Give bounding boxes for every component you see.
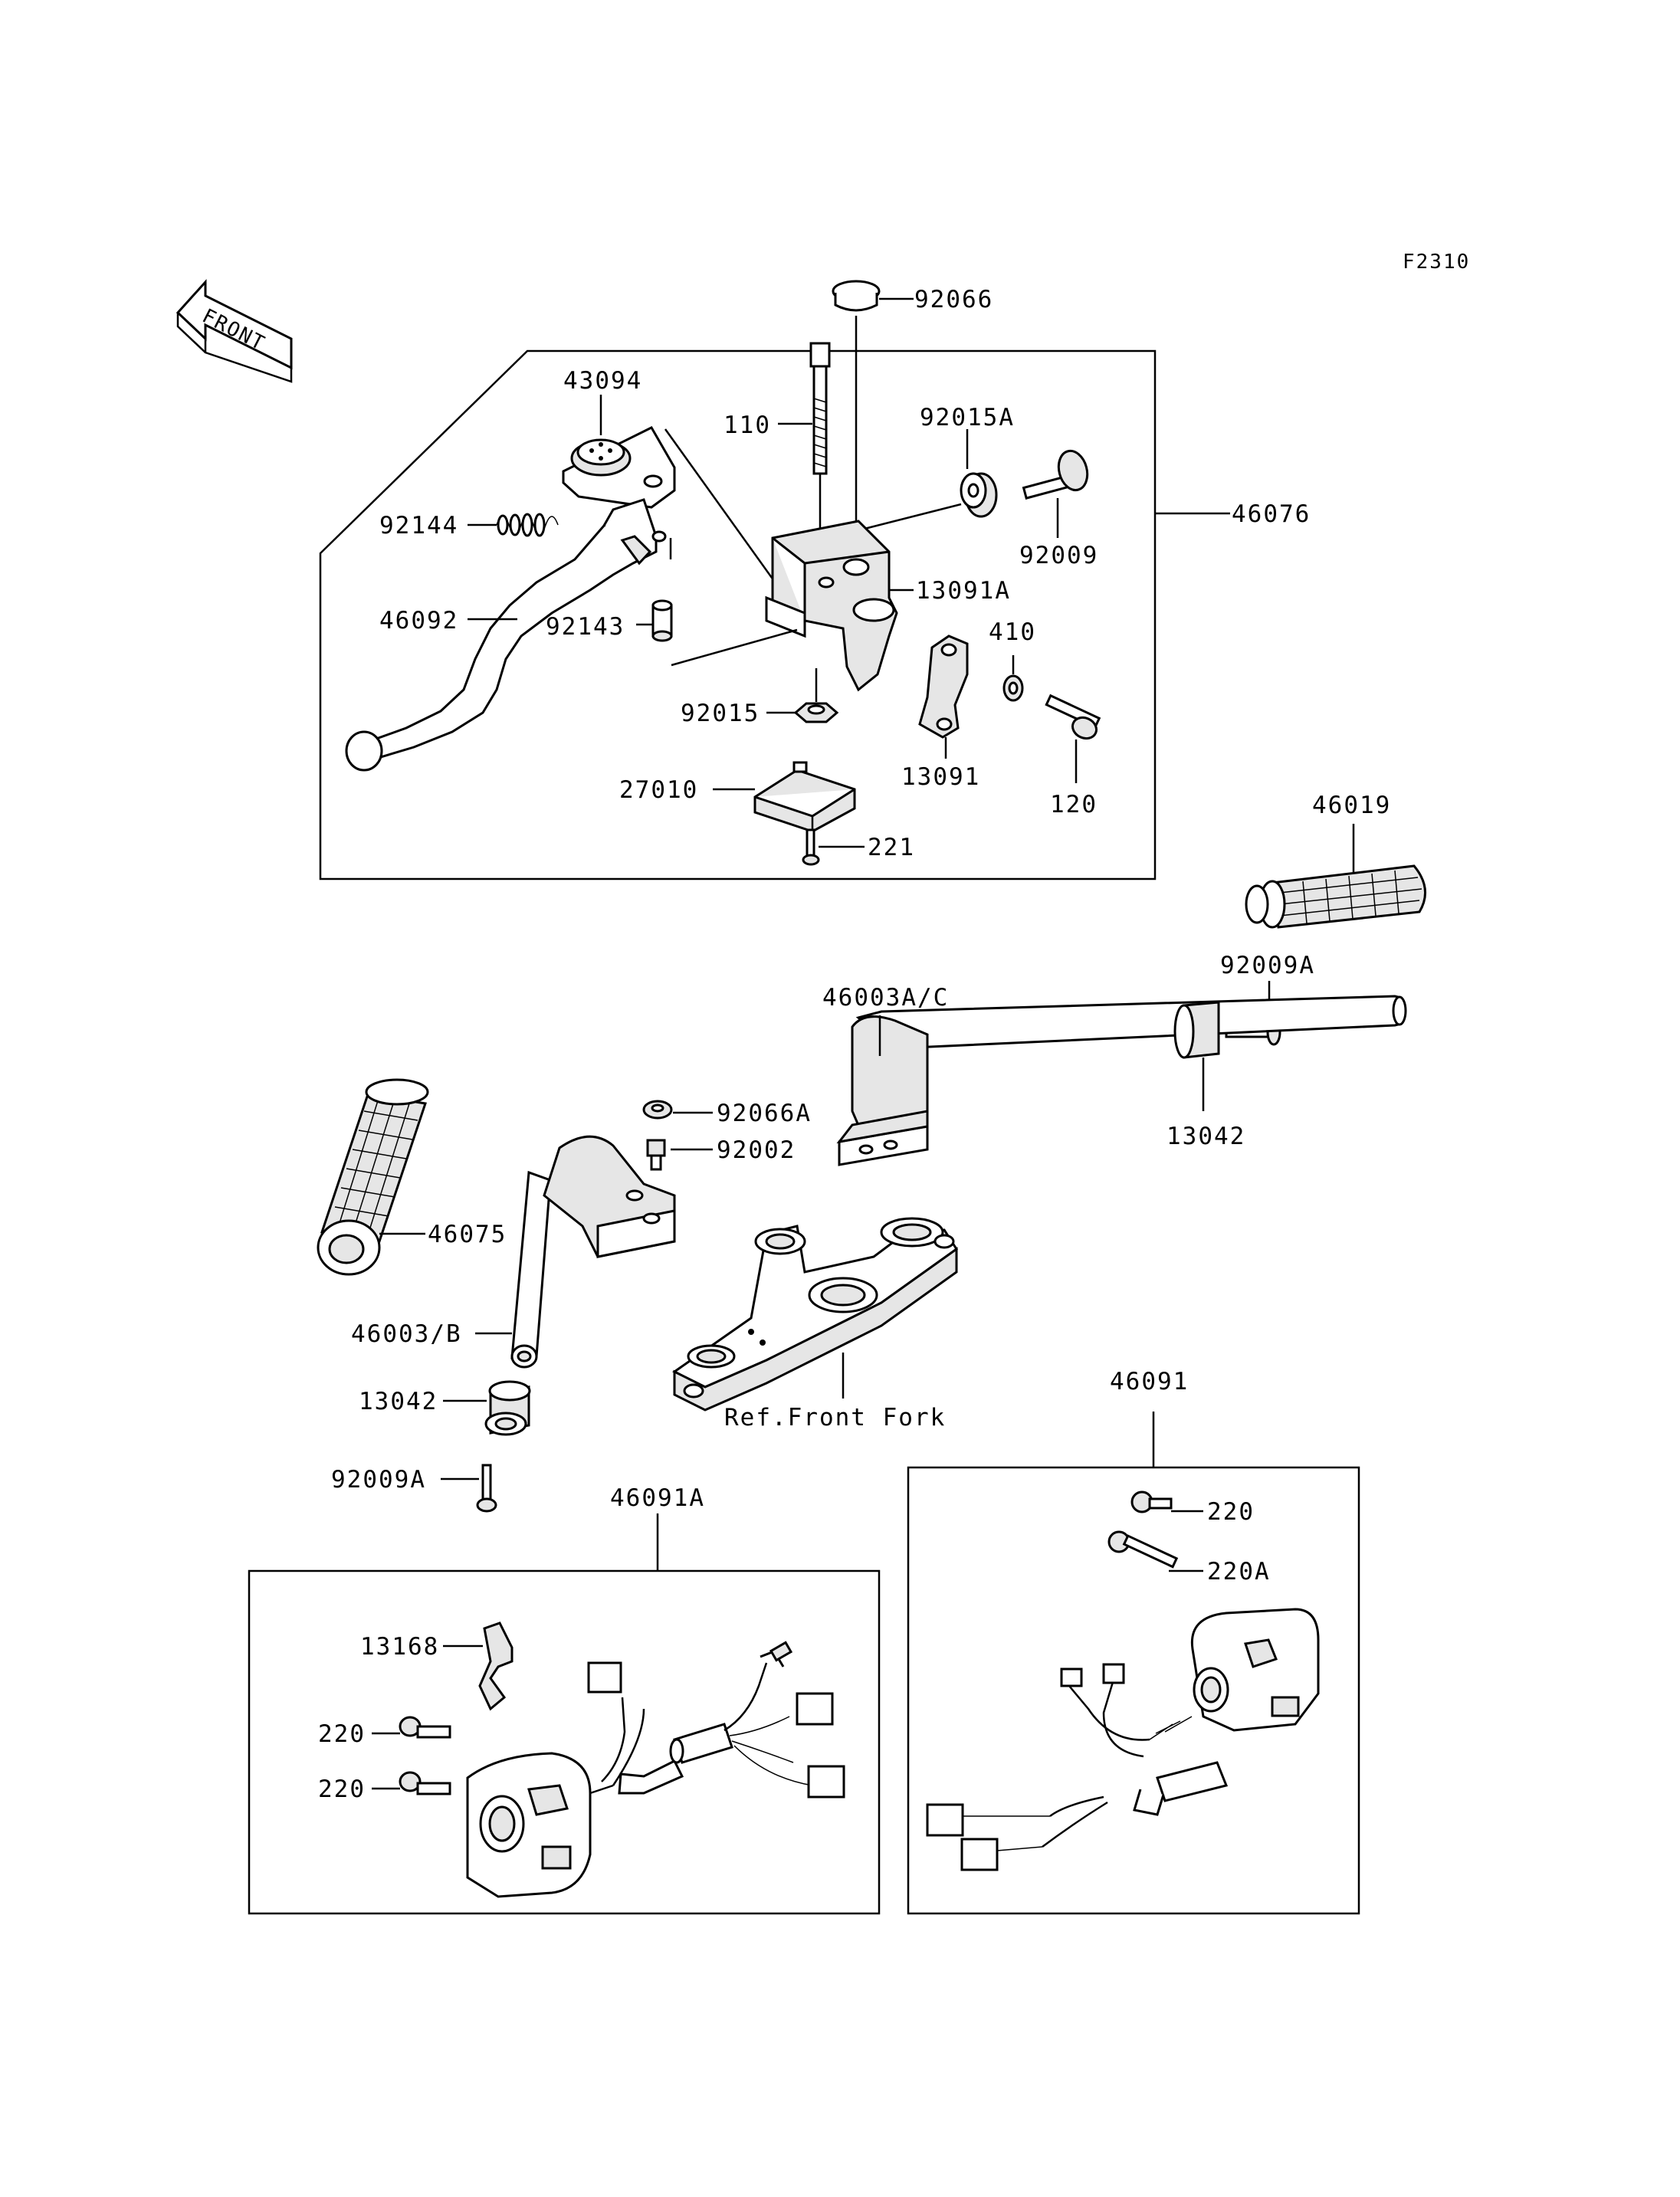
switch-box-46091 — [907, 1412, 1360, 1915]
callout-13168: 13168 — [360, 1633, 439, 1661]
callout-92009A-right: 92009A — [1220, 952, 1315, 979]
cap-92066 — [832, 280, 914, 559]
front-arrow-icon: FRONT — [176, 279, 293, 383]
callout-410: 410 — [989, 618, 1036, 646]
washer-410 — [1002, 655, 1024, 702]
bolt-110 — [778, 342, 831, 571]
left-switch-housing — [466, 1641, 845, 1898]
callout-92009A-left: 92009A — [331, 1466, 426, 1494]
callout-220-right: 220 — [1207, 1498, 1255, 1526]
handlebar-46003AC — [836, 995, 1407, 1166]
bolt-92009A-left — [441, 1464, 497, 1513]
bolt-92002 — [646, 1139, 713, 1171]
switch-box-46091A — [248, 1513, 881, 1915]
callout-220-left-1: 220 — [318, 1720, 366, 1748]
callout-13091A: 13091A — [916, 577, 1011, 605]
callout-92009: 92009 — [1019, 542, 1098, 569]
clamp-13091 — [918, 635, 969, 759]
handlebar-46003B — [475, 1135, 676, 1369]
callout-92015A: 92015A — [920, 404, 1015, 431]
callout-13091: 13091 — [901, 763, 980, 791]
callout-46075: 46075 — [428, 1221, 507, 1248]
front-fork-bracket — [672, 1217, 959, 1412]
washer-92066A — [642, 1100, 713, 1120]
callout-120: 120 — [1050, 791, 1098, 818]
ref-front-fork-label: Ref.Front Fork — [724, 1404, 946, 1431]
lever-46092 — [345, 498, 672, 772]
nut-92015 — [766, 668, 839, 723]
screw-220-left-1 — [372, 1716, 451, 1739]
callout-27010: 27010 — [619, 776, 698, 804]
adjuster-92015A — [864, 429, 998, 530]
spring-92144 — [468, 513, 559, 537]
screw-220-right — [1130, 1490, 1203, 1513]
callout-46091: 46091 — [1110, 1368, 1189, 1395]
callout-220-left-2: 220 — [318, 1776, 366, 1803]
weight-13042-right — [1173, 1001, 1220, 1111]
master-cylinder-13091A — [765, 520, 914, 692]
callout-46076: 46076 — [1232, 500, 1311, 528]
lever-assembly-frame — [319, 349, 1157, 880]
callout-13042-left: 13042 — [359, 1388, 438, 1415]
pivot-92143 — [636, 599, 798, 667]
right-switch-housing — [926, 1608, 1320, 1871]
callout-92144: 92144 — [379, 512, 458, 539]
clip-13168 — [443, 1622, 514, 1711]
callout-13042-right: 13042 — [1166, 1123, 1245, 1150]
callout-221: 221 — [868, 834, 915, 861]
callout-46092: 46092 — [379, 607, 458, 635]
callout-46003B: 46003/B — [351, 1320, 462, 1348]
grip-46075 — [317, 1078, 429, 1276]
figure-code: F2310 — [1403, 251, 1470, 274]
callout-46019: 46019 — [1312, 792, 1391, 819]
callout-92066: 92066 — [914, 286, 993, 313]
callout-46091A: 46091A — [610, 1484, 705, 1512]
screw-92009 — [1022, 449, 1089, 538]
screw-220A — [1107, 1530, 1203, 1572]
callout-92002: 92002 — [717, 1136, 796, 1164]
switch-27010 — [713, 761, 856, 833]
screw-221 — [802, 828, 865, 866]
callout-92015: 92015 — [681, 700, 760, 727]
callout-220A: 220A — [1207, 1558, 1271, 1585]
screw-220-left-2 — [372, 1771, 451, 1795]
callout-92143: 92143 — [546, 613, 625, 641]
callout-110: 110 — [724, 412, 771, 439]
callout-46003AC: 46003A/C — [822, 984, 949, 1012]
grip-46019 — [1245, 824, 1427, 929]
callout-92066A: 92066A — [717, 1100, 812, 1127]
callout-43094: 43094 — [563, 367, 642, 395]
weight-13042-left — [443, 1380, 531, 1436]
bolt-120 — [1045, 694, 1101, 783]
